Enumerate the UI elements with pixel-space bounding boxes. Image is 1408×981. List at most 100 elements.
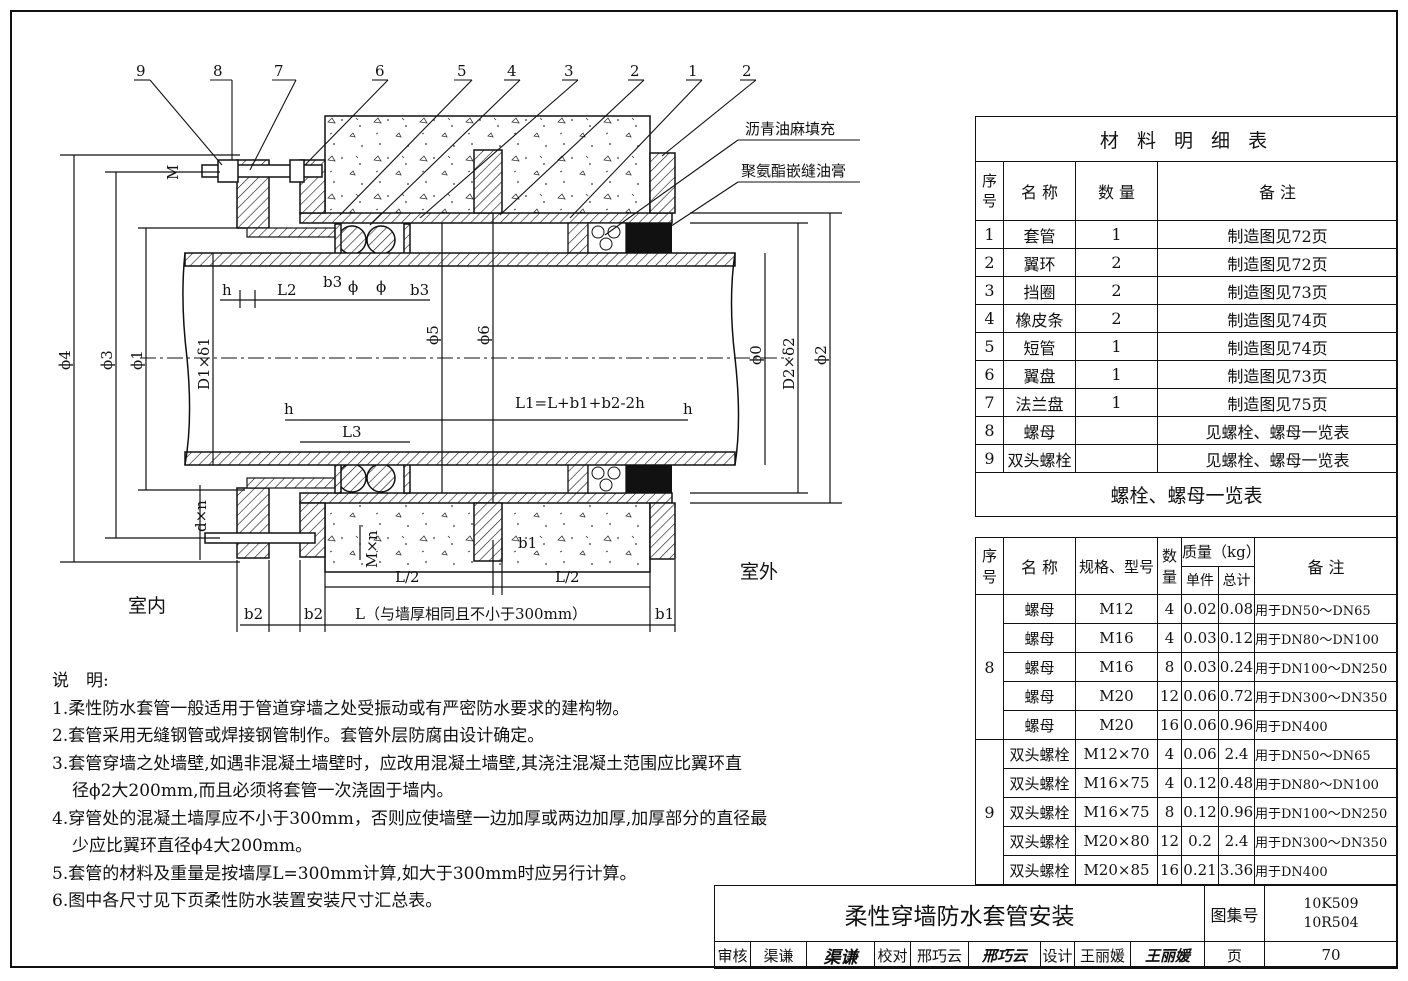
mat-qty: 1 <box>1075 388 1158 417</box>
bolt-spec: M12 <box>1075 594 1158 624</box>
bolt-unit-mass: 0.03 <box>1181 623 1219 653</box>
bolt-qty: 4 <box>1157 623 1182 653</box>
mat-qty <box>1075 416 1158 445</box>
bolts-title: 螺栓、螺母一览表 <box>975 472 1398 517</box>
dim-half-l-right: L/2 <box>555 568 580 586</box>
bolt-name: 双头螺栓 <box>1003 797 1076 827</box>
bolts-header-spec: 规格、型号 <box>1075 537 1158 595</box>
dim-phi-a: ϕ <box>348 278 358 296</box>
dim-b3-left: b3 <box>323 273 342 291</box>
mat-qty: 2 <box>1075 276 1158 305</box>
fill-label-bitumen: 沥青油麻填充 <box>745 120 835 138</box>
bolt-qty: 8 <box>1157 797 1182 827</box>
mat-no: 6 <box>975 360 1004 389</box>
bolt-name: 双头螺栓 <box>1003 855 1076 885</box>
stud-bolts <box>201 159 323 544</box>
dim-b1-top: b1 <box>518 534 537 552</box>
bolt-spec: M16 <box>1075 652 1158 682</box>
leader-7: 7 <box>274 62 284 80</box>
label-indoor: 室内 <box>128 595 166 617</box>
dim-phi1: ϕ1 <box>128 350 146 370</box>
bolt-name: 螺母 <box>1003 652 1076 682</box>
bolt-qty: 4 <box>1157 739 1182 769</box>
materials-header-note: 备 注 <box>1157 161 1398 221</box>
dim-h-left: h <box>284 400 294 418</box>
atlas-no-2: 10R504 <box>1303 914 1359 931</box>
bolt-unit-mass: 0.06 <box>1181 681 1219 711</box>
bolt-spec: M20 <box>1075 710 1158 740</box>
note-5: 5.套管的材料及重量是按墙厚L=300mm计算,如大于300mm时应另行计算。 <box>52 863 637 884</box>
dim-b2-left: b2 <box>244 605 263 623</box>
mat-qty: 1 <box>1075 332 1158 361</box>
dim-b1-bottom: b1 <box>655 605 674 623</box>
atlas-label: 图集号 <box>1204 885 1265 942</box>
wing-ring <box>473 149 503 562</box>
main-pipe <box>182 252 740 466</box>
page-number: 70 <box>1264 941 1398 969</box>
section-drawing: 9 8 7 6 5 4 3 2 1 2 沥青油麻填充 聚氨酯嵌缝油膏 ϕ4 ϕ3… <box>56 62 860 632</box>
mat-name: 双头螺栓 <box>1003 444 1076 473</box>
dim-phi6: ϕ6 <box>475 325 493 345</box>
review-name: 渠谦 <box>750 941 807 969</box>
bolt-total-mass: 0.12 <box>1218 623 1255 653</box>
bolt-total-mass: 0.96 <box>1218 797 1255 827</box>
bolt-note: 用于DN400 <box>1254 710 1398 740</box>
note-2: 2.套管采用无缝钢管或焊接钢管制作。套管外层防腐由设计确定。 <box>52 726 545 746</box>
mat-no: 8 <box>975 416 1004 445</box>
bolt-spec: M12×70 <box>1075 739 1158 769</box>
bolt-note: 用于DN400 <box>1254 855 1398 885</box>
bolt-spec: M20×85 <box>1075 855 1158 885</box>
materials-title: 材 料 明 细 表 <box>975 116 1398 162</box>
mat-qty: 1 <box>1075 220 1158 249</box>
notes-title: 说 明: <box>52 671 109 691</box>
review-label: 审核 <box>714 941 751 969</box>
bolts-header-note: 备 注 <box>1254 537 1398 595</box>
bolt-note: 用于DN100～DN250 <box>1254 797 1398 827</box>
mat-note: 制造图见73页 <box>1157 276 1398 305</box>
dim-half-l-left: L/2 <box>395 568 420 586</box>
dim-dn: d×n <box>192 500 210 532</box>
bolt-note: 用于DN50～DN65 <box>1254 594 1398 624</box>
leader-2: 2 <box>630 62 640 80</box>
mat-no: 2 <box>975 248 1004 277</box>
bolt-note: 用于DN100～DN250 <box>1254 652 1398 682</box>
dim-phi5: ϕ5 <box>424 325 442 345</box>
bolt-total-mass: 0.72 <box>1218 681 1255 711</box>
bolt-unit-mass: 0.2 <box>1181 826 1219 856</box>
materials-header-no: 序号 <box>975 161 1004 221</box>
seal-filling <box>567 222 672 494</box>
bolt-total-mass: 0.96 <box>1218 710 1255 740</box>
mat-name: 套管 <box>1003 220 1076 249</box>
bolt-unit-mass: 0.06 <box>1181 739 1219 769</box>
dim-l: L（与墙厚相同且不小于300mm） <box>355 605 587 623</box>
mat-note: 制造图见72页 <box>1157 248 1398 277</box>
mat-no: 9 <box>975 444 1004 473</box>
label-outdoor: 室外 <box>740 561 778 583</box>
bolt-note: 用于DN50～DN65 <box>1254 739 1398 769</box>
notes: 说 明: 1.柔性防水套管一般适用于管道穿墙之处受振动或有严密防水要求的建构物。… <box>52 668 872 916</box>
bolt-unit-mass: 0.02 <box>1181 594 1219 624</box>
bolt-total-mass: 0.48 <box>1218 768 1255 798</box>
dim-m: M <box>164 165 182 180</box>
bolt-note: 用于DN80～DN100 <box>1254 623 1398 653</box>
bolt-qty: 4 <box>1157 594 1182 624</box>
mat-name: 翼环 <box>1003 248 1076 277</box>
bolt-spec: M16×75 <box>1075 768 1158 798</box>
bolt-note: 用于DN80～DN100 <box>1254 768 1398 798</box>
note-4: 4.穿管处的混凝土墙厚应不小于300mm，否则应使墙壁一边加厚或两边加厚,加厚部… <box>52 808 768 829</box>
bolts-header-qty: 数量 <box>1157 537 1182 595</box>
bolt-qty: 16 <box>1157 710 1182 740</box>
bolt-unit-mass: 0.12 <box>1181 797 1219 827</box>
mat-note: 制造图见74页 <box>1157 304 1398 333</box>
bolt-qty: 8 <box>1157 652 1182 682</box>
